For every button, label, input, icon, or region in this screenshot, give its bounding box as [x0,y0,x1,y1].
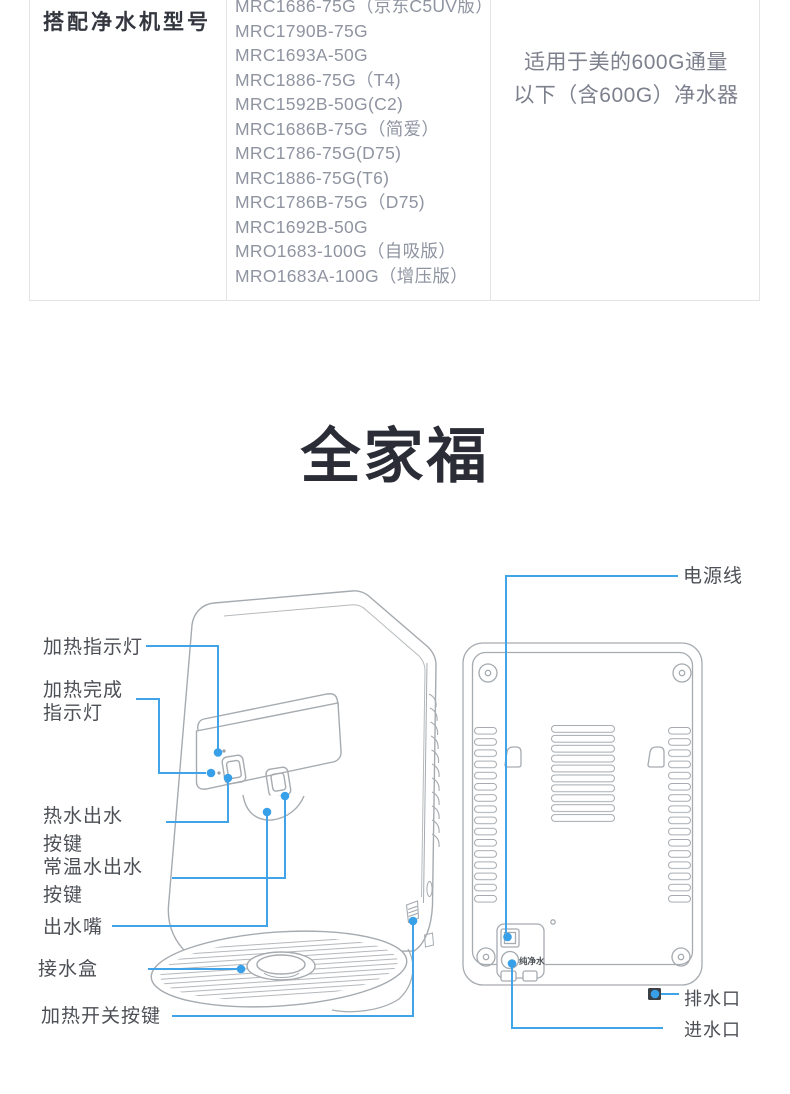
dot-heating-complete [206,768,216,778]
label-heating-complete-1: 加热完成 [43,680,124,701]
label-drain-outlet: 排水口 [684,989,741,1009]
compatibility-note-line1: 适用于美的600G通量 [524,51,728,74]
leader-room-temp [172,799,286,879]
back-view-drawing [462,642,703,1000]
vent-center [551,725,615,824]
model-item: MRC1693A-50G [235,45,368,65]
tray-depression-inner [256,954,306,975]
model-item: MRC1886-75G（T4) [235,69,401,90]
vent-right [668,727,691,906]
leader-heating-switch [172,925,414,1017]
control-pod-top [197,693,340,731]
leader-power-cord [505,575,678,933]
side-fins [428,693,440,848]
label-water-inlet: 进水口 [684,1020,741,1040]
dot-hot-water-button [223,773,233,783]
table-border-bottom [29,300,760,301]
power-socket [500,928,520,948]
model-item: MRC1592B-50G(C2) [235,94,404,114]
side-tab [423,932,435,948]
section-title: 全家福 [300,423,490,490]
label-room-temp-2: 按键 [43,885,84,906]
side-seam [423,662,428,904]
leader-lines [112,575,679,1029]
label-power-cord: 电源线 [683,566,744,587]
leader-inlet [511,967,663,1029]
model-item: MRO1683-100G（自吸版） [235,241,456,261]
model-item: MRC1886-75G(T6) [235,167,390,188]
dot-power-socket [503,932,512,942]
model-item: MRC1790B-75G [235,20,368,41]
label-heating-switch: 加热开关按键 [41,1006,162,1027]
front-body [167,590,437,954]
hot-water-button [221,754,247,785]
water-spout [242,794,305,821]
model-list: MRC1686-75G（京东C5UV版） MRC1790B-75G MRC169… [235,0,493,288]
table-border-left [29,0,30,300]
dot-spout [262,807,272,817]
dot-drain [650,989,660,999]
connector-panel [496,923,545,982]
dot-drip-tray [236,964,246,974]
table-border-col1 [226,0,227,300]
table-border-col2 [490,0,491,300]
dot-heating-switch [408,916,418,926]
vent-left [474,727,497,906]
front-body-inner-line [223,604,426,898]
small-hole [550,919,556,925]
mount-hook-right [647,746,665,768]
label-drip-tray: 接水盒 [38,959,99,980]
compatibility-note: 适用于美的600G通量 以下（含600G）净水器 [492,46,760,112]
leader-hot-water [166,781,229,823]
heating-indicator-led [222,749,226,753]
label-spout: 出水嘴 [43,917,104,938]
spec-row-label: 搭配净水机型号 [43,11,211,34]
model-item: MRC1686B-75G（简爱） [235,118,440,139]
pure-water-mark: 纯净水 [519,956,545,966]
compatibility-note-line2: 以下（含600G）净水器 [513,84,739,107]
model-item: MRC1786B-75G（D75) [235,192,425,212]
table-border-right [759,0,760,300]
label-heating-indicator: 加热指示灯 [43,637,144,658]
heating-complete-led [217,771,221,775]
model-item: MRC1786-75G(D75) [235,143,402,163]
heating-switch [405,900,420,924]
tray-depression-shadow [263,972,300,978]
leader-heating-indicator [146,645,219,749]
leader-heating-complete [136,698,206,774]
leader-dots [206,748,660,999]
label-hot-water-1: 热水出水 [43,806,124,827]
dot-inlet [507,959,517,968]
model-item: MRC1686-75G（京东C5UV版） [235,0,493,16]
model-item: MRO1683A-100G（增压版） [235,265,468,286]
label-room-temp-1: 常温水出水 [43,857,144,878]
front-view-drawing [150,590,440,1013]
dot-room-temp-button [280,791,290,801]
side-bump [426,881,433,897]
screw-icon [476,663,692,967]
control-pod-front [195,702,342,790]
leader-spout [112,816,268,927]
dot-heating-indicator [213,748,223,757]
label-hot-water-2: 按键 [43,834,84,855]
water-inlet-port [500,950,520,970]
label-heating-complete-2: 指示灯 [43,703,104,724]
back-inner-panel [471,651,694,966]
model-item: MRC1692B-50G [235,216,368,237]
